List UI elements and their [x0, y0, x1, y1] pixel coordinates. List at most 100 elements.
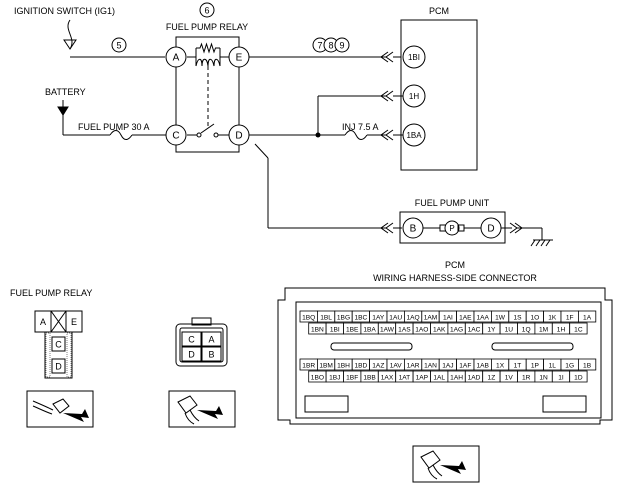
pcm-pin-label: 1R — [522, 375, 531, 382]
pcm-pin-label: 1AF — [459, 363, 471, 370]
connector-cell-b-label: B — [208, 350, 214, 360]
pcm-pin-label: 1AV — [390, 363, 403, 370]
relay-title: FUEL PUMP RELAY — [166, 22, 248, 32]
bottom-pcm-title: PCM — [445, 260, 465, 270]
connector-cell-d-label: D — [188, 350, 195, 360]
pcm-pin-label: 1BR — [302, 363, 315, 370]
pcm-pin-label: 1Q — [522, 327, 531, 334]
pcm-pin-label: 1Z — [488, 375, 496, 382]
pcm-pin-label: 1AN — [424, 363, 437, 370]
ground-symbol-hatch — [530, 239, 551, 247]
pcm-pin-cell — [569, 322, 588, 335]
pcm-connector-hatched-right — [542, 395, 587, 413]
pcm-pin-label: 1M — [539, 327, 548, 334]
relay-pin-e-label: E — [236, 53, 243, 64]
battery-label: BATTERY — [45, 87, 86, 97]
pcm-pin-label: 1AX — [381, 375, 394, 382]
relay-connector-body — [44, 331, 73, 379]
pcm-pin-label: 1G — [565, 363, 574, 370]
relay-switch-contact-left — [196, 132, 202, 138]
bottom-pcm-subtitle: WIRING HARNESS-SIDE CONNECTOR — [373, 273, 537, 283]
pcm-pin-label: 1AZ — [372, 363, 384, 370]
relay-coil — [195, 58, 221, 67]
relay-connector-c-label: C — [55, 340, 62, 350]
pcm-pin-label: 1H — [557, 327, 566, 334]
relay-connector-cell-c — [51, 336, 66, 352]
pcm-pin-label: 1C — [574, 327, 583, 334]
pcm-pin-label: 1BH — [337, 363, 350, 370]
pcm-pin-label: 1BC — [354, 315, 367, 322]
connector-view-wires-2 — [184, 409, 200, 425]
pcm-connector-inner — [295, 301, 602, 419]
pcm-pin-label: 1AP — [416, 375, 429, 382]
pcm-title: PCM — [429, 6, 449, 16]
connector-symbol-1ba — [380, 129, 394, 141]
pcm-pin-label: 1AB — [476, 363, 489, 370]
pcm-pin-label: 1A — [583, 315, 592, 322]
connector-face-outer — [175, 323, 228, 367]
relay-connector-e-label: E — [71, 317, 77, 327]
connector-face-inner — [179, 327, 224, 363]
pcm-pin-label: 1AJ — [442, 363, 453, 370]
pcm-connector-view-icon — [412, 445, 480, 483]
pcm-pin-label: 1AA — [476, 315, 489, 322]
pcm-pin-label: 1BJ — [329, 375, 340, 382]
pcm-pin-label: 1AQ — [406, 315, 419, 322]
pcm-pin-label: 1F — [566, 315, 574, 322]
fuel-pump-relay-box — [175, 36, 240, 153]
pcm-pin-label: 1W — [495, 315, 506, 322]
pcm-pin-label: 1BQ — [302, 315, 315, 322]
callout-7-text: 7 — [317, 41, 322, 51]
pcm-pin-label: 1AW — [380, 327, 395, 334]
callout-8-text: 8 — [328, 41, 333, 51]
pcm-pin-label: 1D — [574, 375, 583, 382]
pcm-pin-label: 1AM — [424, 315, 438, 322]
callout-6 — [199, 2, 215, 18]
fuel-pump-motor-label: P — [449, 224, 454, 233]
relay-connector-cell-d — [51, 358, 66, 374]
pcm-pin-label: 1BM — [319, 363, 333, 370]
relay-switch-contact-right — [213, 132, 219, 138]
pcm-pin-label: 1AS — [398, 327, 411, 334]
connector-cell-a-label: A — [208, 335, 214, 345]
connector-face-cadb: C A D B — [175, 317, 228, 367]
relay-connector-face: A E C D — [34, 310, 83, 379]
connector-view-icon-2 — [168, 390, 236, 428]
relay-connector-cross-2 — [50, 310, 67, 333]
pcm-view-plug — [420, 450, 441, 469]
pcm-pin-label: 1BD — [354, 363, 367, 370]
splice-point — [315, 132, 321, 138]
relay-switch-blade — [200, 123, 215, 134]
fuel-pump-pin-b-label: B — [410, 224, 417, 235]
pcm-pin-label: 1B — [583, 363, 592, 370]
callout-5 — [111, 37, 127, 53]
connector-cell-c — [181, 331, 202, 347]
pcm-pin-label: 1BL — [320, 315, 332, 322]
pcm-pin-label: 1AU — [389, 315, 402, 322]
pcm-pin-label: 1S — [513, 315, 522, 322]
pcm-pin-label: 1P — [531, 363, 540, 370]
pcm-pin-label: 1BB — [363, 375, 376, 382]
relay-pin-a-label: A — [173, 53, 180, 64]
relay-connector-hatch-right — [66, 332, 72, 378]
pcm-pin-label: 1AY — [372, 315, 385, 322]
connector-view-arrow-2 — [197, 406, 223, 419]
pcm-pin-label: 1AG — [450, 327, 463, 334]
pcm-pin-label: 1T — [514, 363, 522, 370]
relay-connector-view-icon — [26, 390, 94, 428]
pcm-connector-hatched-left — [304, 395, 349, 413]
connector-cell-b — [201, 346, 222, 362]
connector-view-plug-2 — [177, 395, 198, 414]
pcm-pin-label: 1AI — [443, 315, 453, 322]
fuel-pump-motor — [444, 220, 460, 236]
ignition-switch-label: IGNITION SWITCH (IG1) — [14, 6, 115, 16]
connector-symbol-1h — [380, 90, 394, 102]
ignition-switch-lead — [67, 19, 73, 50]
relay-view-arrow — [63, 409, 89, 422]
relay-view-plug — [52, 398, 70, 414]
fuse-inj-symbol — [344, 130, 368, 140]
relay-connector-d-label: D — [55, 362, 62, 372]
pcm-box — [400, 19, 478, 171]
pcm-pin-label: 1O — [531, 315, 540, 322]
pcm-pin-cell — [569, 370, 588, 383]
